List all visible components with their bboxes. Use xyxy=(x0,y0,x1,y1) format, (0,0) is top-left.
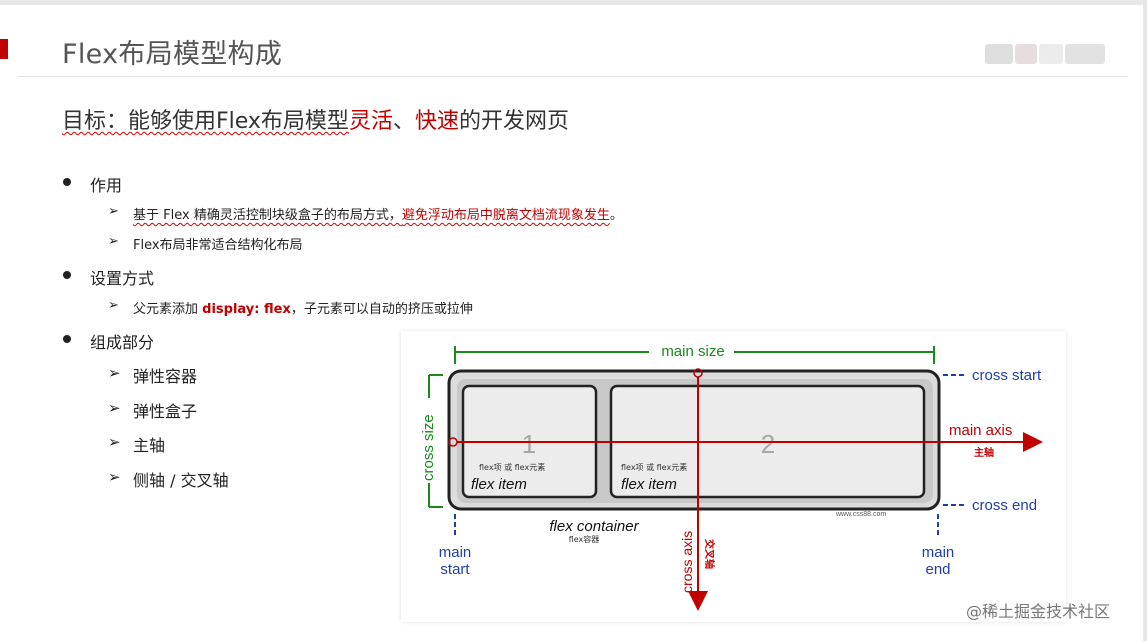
item-2-caption-cn: flex项 或 flex元素 xyxy=(621,462,687,472)
item-2-number: 2 xyxy=(761,429,775,459)
item-1-caption: flex item xyxy=(471,476,527,493)
credit-text: www.css88.com xyxy=(835,511,886,518)
title-accent-bar xyxy=(0,39,8,59)
blurred-logo xyxy=(985,40,1105,68)
main-size-label: main size xyxy=(661,343,724,360)
cross-size-label: cross size xyxy=(420,414,437,481)
subtitle-highlight-fast: 快速 xyxy=(414,109,459,134)
slide-subtitle: 目标：能够使用Flex布局模型灵活、快速的开发网页 xyxy=(62,103,569,135)
item-1-caption-cn: flex项 或 flex元素 xyxy=(479,462,545,472)
arrow-bullet-icon: ➢ xyxy=(108,204,119,219)
usage-item-2: Flex布局非常适合结构化布局 xyxy=(133,238,303,253)
main-axis-cn-label: 主轴 xyxy=(974,446,994,459)
arrow-bullet-icon: ➢ xyxy=(108,234,119,249)
main-end-label-line1: main xyxy=(922,544,955,561)
parts-item-cross-axis: 侧轴 / 交叉轴 xyxy=(133,471,229,490)
subtitle-highlight-flexible: 灵活 xyxy=(348,109,393,134)
watermark: @稀土掘金技术社区 xyxy=(966,602,1111,621)
arrow-bullet-icon: ➢ xyxy=(108,298,119,313)
window-top-border xyxy=(0,0,1147,5)
usage-item-1: 基于 Flex 精确灵活控制块级盒子的布局方式，避免浮动布局中脱离文档流现象发生… xyxy=(133,208,623,223)
parts-item-main-axis: 主轴 xyxy=(133,436,166,455)
main-end-label-line2: end xyxy=(925,561,950,578)
item-2-caption: flex item xyxy=(621,476,677,493)
section-heading-parts: 组成部分 xyxy=(90,333,155,352)
bullet-dot xyxy=(63,335,71,343)
subtitle-suffix: 的开发网页 xyxy=(458,109,569,134)
subtitle-separator: 、 xyxy=(392,109,415,134)
right-edge-shadow xyxy=(1143,0,1147,641)
bullet-dot xyxy=(63,271,71,279)
item-1-number: 1 xyxy=(522,429,536,459)
arrow-bullet-icon: ➢ xyxy=(108,399,121,417)
container-label-cn: flex容器 xyxy=(569,534,600,544)
parts-item-flex-container: 弹性容器 xyxy=(133,367,198,386)
arrow-bullet-icon: ➢ xyxy=(108,433,121,451)
section-heading-usage: 作用 xyxy=(90,176,123,195)
cross-axis-cn-label: 交叉轴 xyxy=(703,539,716,569)
section-heading-setup: 设置方式 xyxy=(90,269,155,288)
bullet-dot xyxy=(63,178,71,186)
cross-end-label: cross end xyxy=(972,497,1037,514)
cross-start-label: cross start xyxy=(972,367,1042,384)
slide-title: Flex布局模型构成 xyxy=(62,39,283,70)
container-label: flex container xyxy=(549,518,639,535)
main-axis-label: main axis xyxy=(949,422,1012,439)
parts-item-flex-item: 弹性盒子 xyxy=(133,402,198,421)
cross-axis-label: cross axis xyxy=(679,531,695,593)
arrow-bullet-icon: ➢ xyxy=(108,468,121,486)
main-start-label-line1: main xyxy=(439,544,472,561)
title-divider xyxy=(18,76,1128,77)
main-start-label-line2: start xyxy=(440,561,470,578)
subtitle-prefix: 目标：能够使用Flex布局模型 xyxy=(62,109,349,134)
arrow-bullet-icon: ➢ xyxy=(108,364,121,382)
flex-diagram-svg: 1 2 flex项 或 flex元素 flex item flex项 或 fle… xyxy=(420,343,1043,611)
flex-model-diagram: 1 2 flex项 或 flex元素 flex item flex项 或 fle… xyxy=(401,331,1066,622)
setup-item-1: 父元素添加 display: flex，子元素可以自动的挤压或拉伸 xyxy=(133,302,473,317)
